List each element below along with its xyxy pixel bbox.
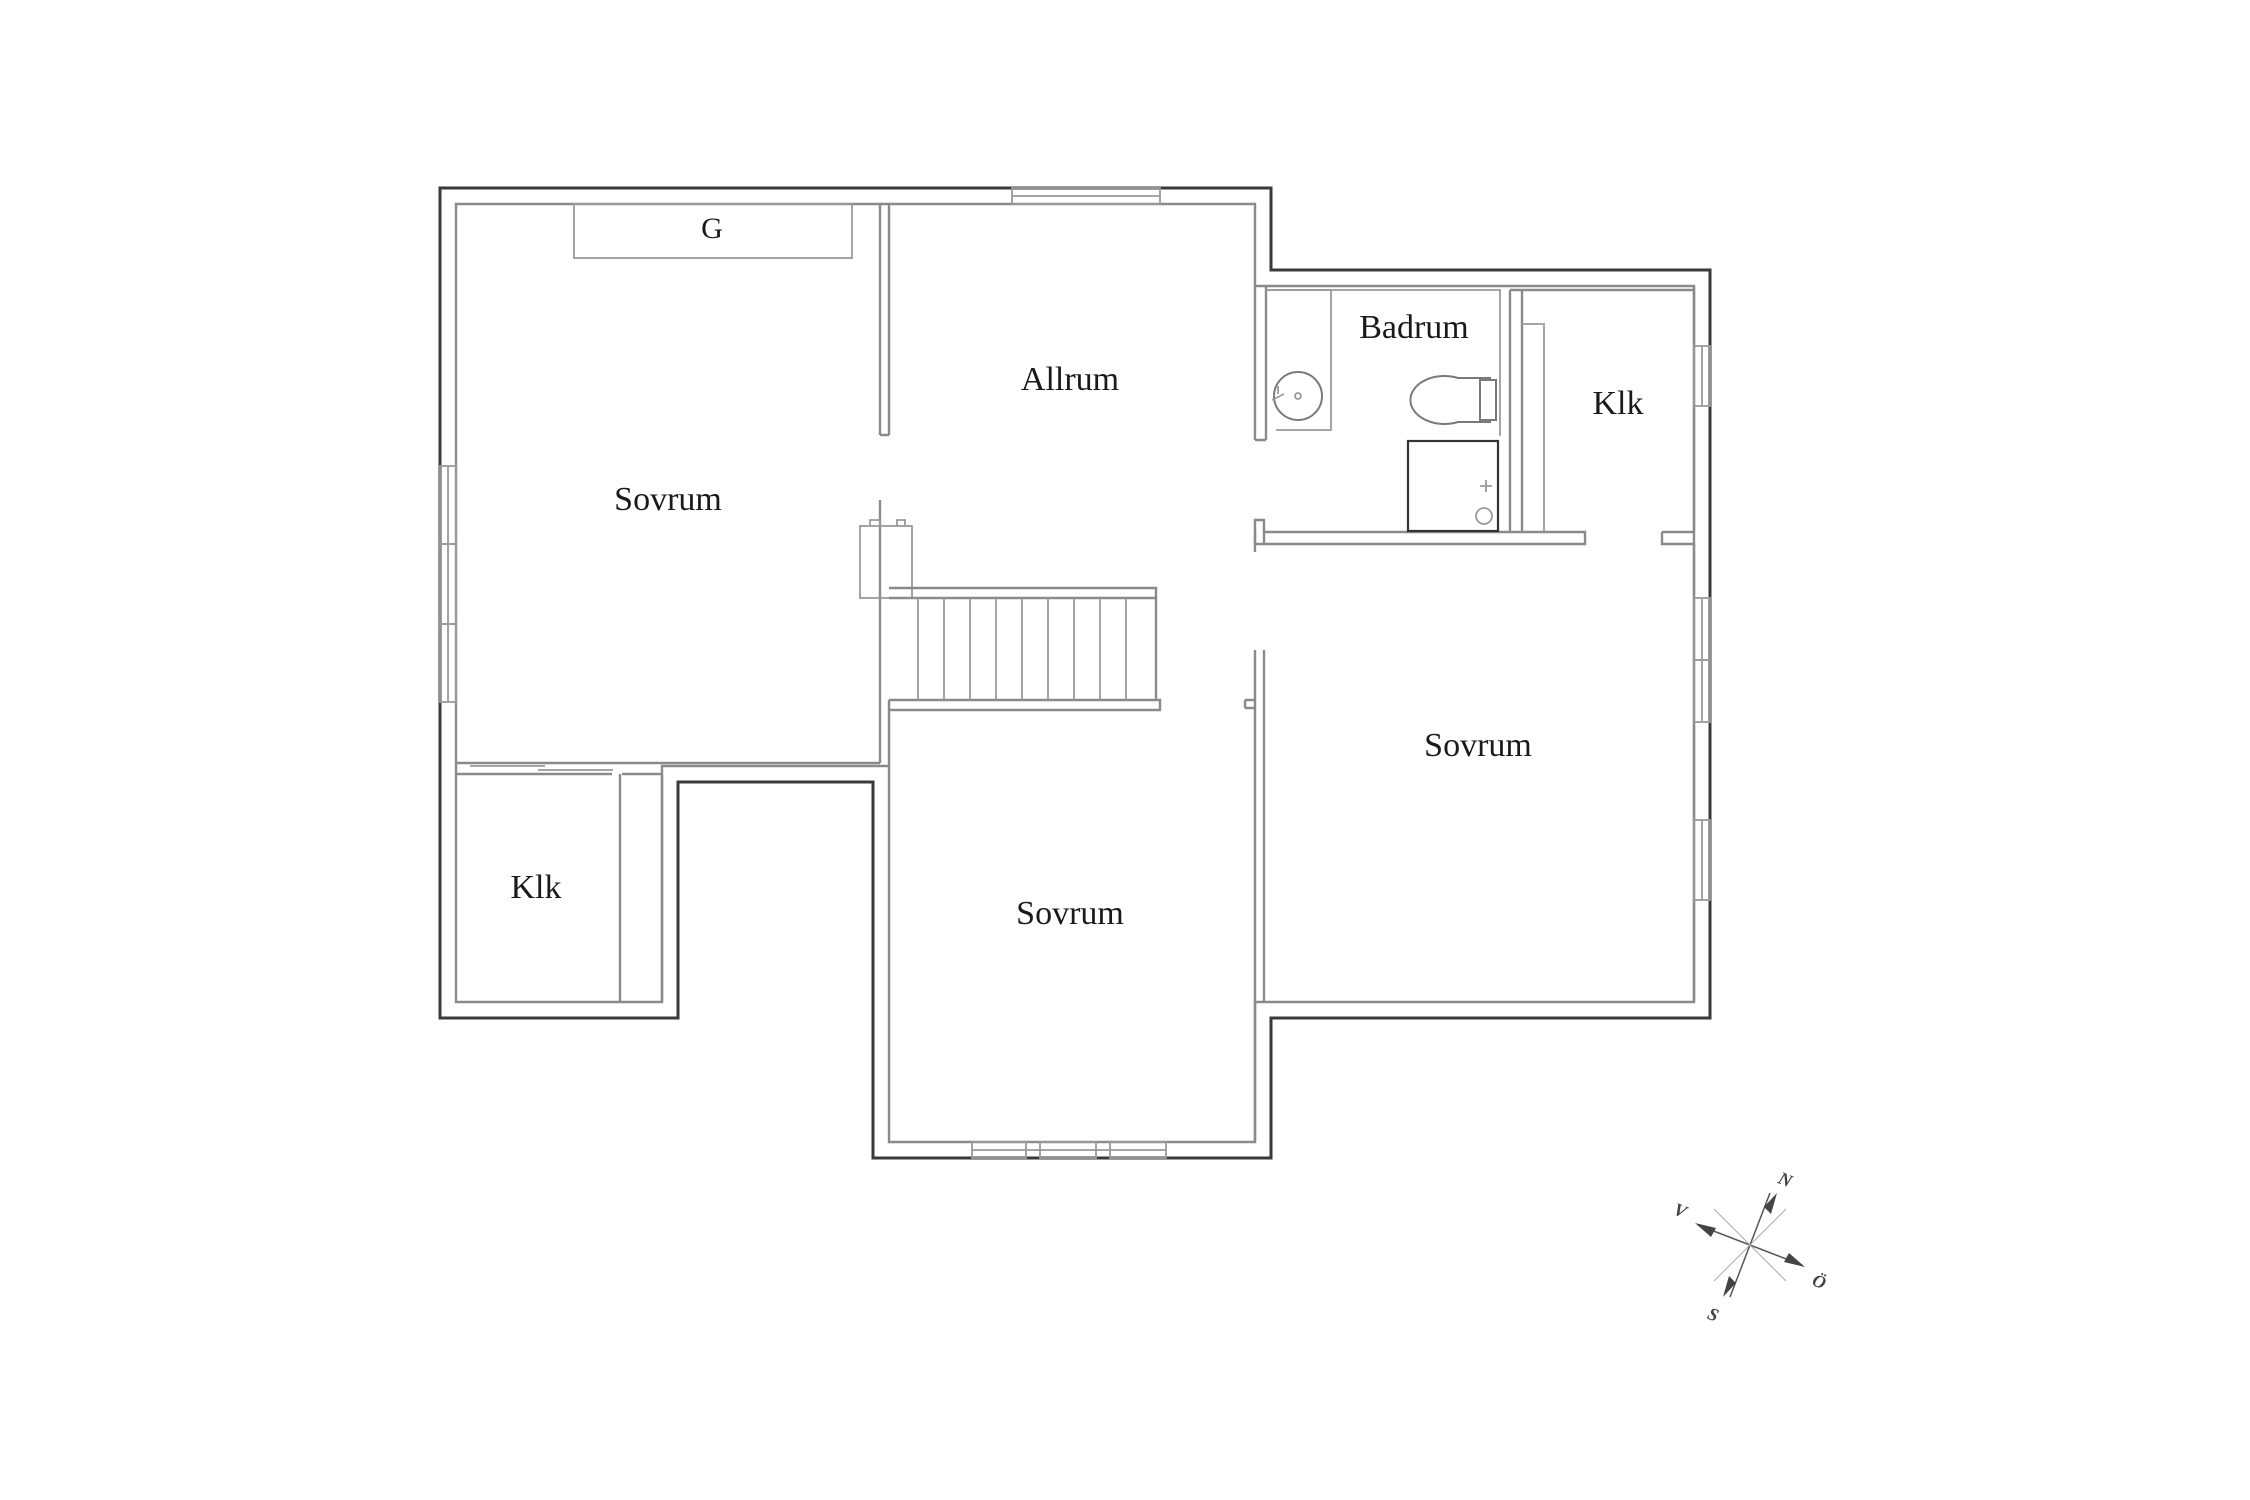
room-label-klk-east: Klk (1593, 385, 1644, 422)
compass-west-label: V (1671, 1199, 1691, 1223)
toilet-icon (1409, 375, 1491, 425)
wardrobe-label-g: G (701, 212, 723, 245)
compass-south-label: S (1705, 1303, 1722, 1325)
south-arrow-icon (1723, 1276, 1736, 1297)
compass-north-label: N (1775, 1167, 1796, 1191)
outer-walls (438, 186, 1712, 1160)
interior-walls (456, 203, 1696, 1142)
east-arrow-icon (1784, 1253, 1805, 1267)
north-arrow-icon (1764, 1193, 1777, 1214)
west-arrow-icon (1695, 1223, 1716, 1237)
windows (439, 187, 1711, 1159)
room-labels: Sovrum Allrum Badrum Klk Klk Sovrum Sovr… (511, 212, 1644, 932)
compass-rose: N S Ö V (1671, 1167, 1829, 1325)
room-label-sovrum-south: Sovrum (1016, 895, 1124, 932)
room-label-klk-west: Klk (511, 869, 562, 906)
room-label-allrum: Allrum (1021, 361, 1119, 398)
compass-east-label: Ö (1809, 1270, 1829, 1293)
wardrobe-g (573, 203, 853, 259)
room-label-sovrum-nw: Sovrum (614, 481, 722, 518)
room-label-sovrum-east: Sovrum (1424, 727, 1532, 764)
sink-icon (1273, 371, 1323, 421)
bathroom-fixtures (1271, 371, 1500, 533)
room-label-badrum: Badrum (1359, 309, 1469, 346)
